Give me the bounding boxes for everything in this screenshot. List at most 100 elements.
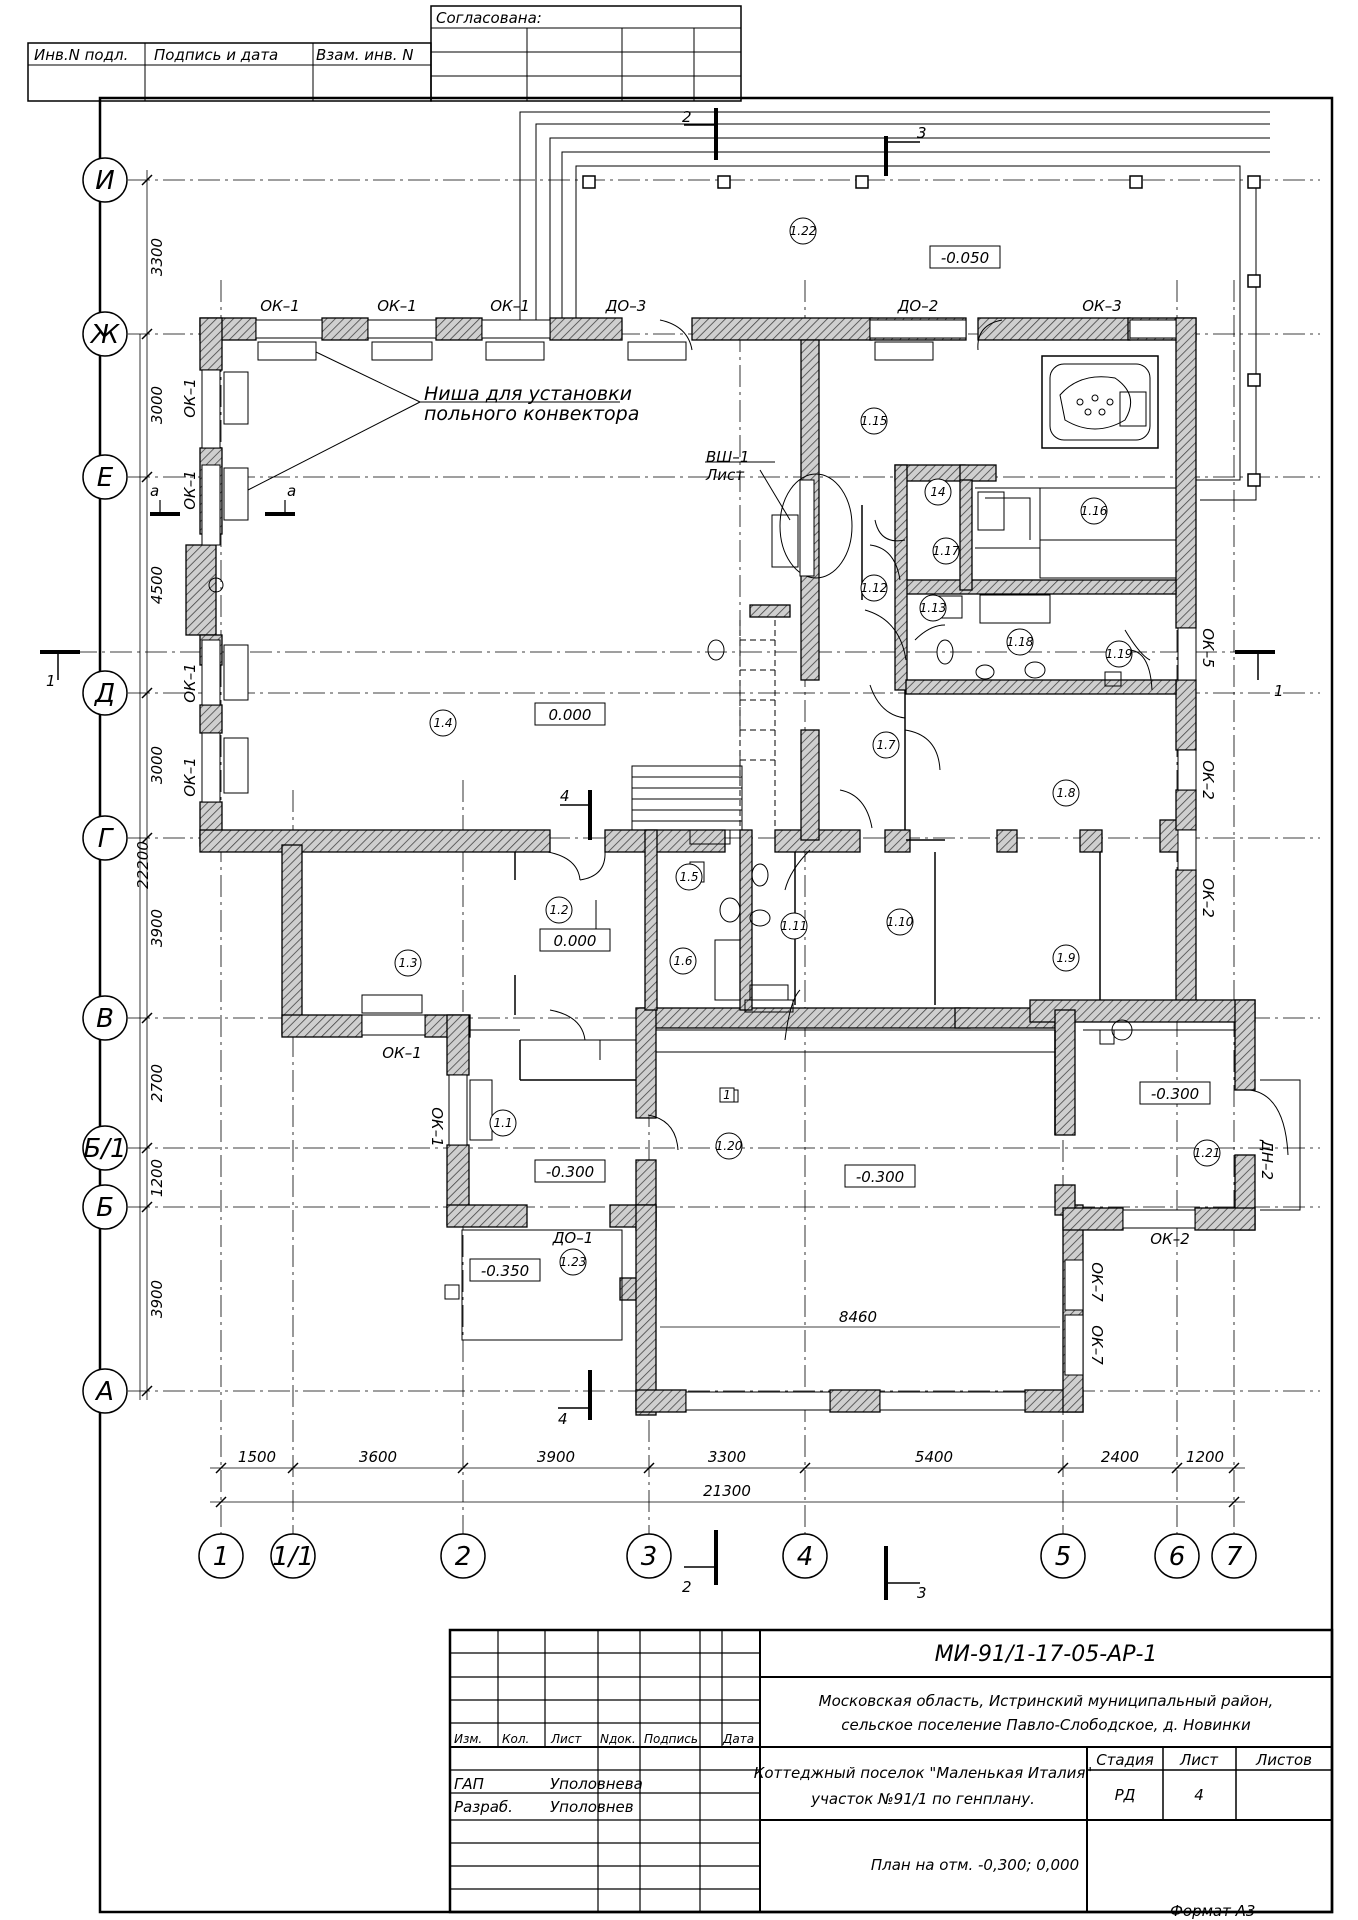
svg-text:3: 3 (917, 124, 927, 142)
svg-text:ДН–2: ДН–2 (1258, 1139, 1276, 1180)
svg-text:1.16: 1.16 (1081, 504, 1108, 518)
title-block-grid (448, 1628, 1334, 1914)
stamp-labels: Инв.N подл. Подпись и дата Взам. инв. N … (34, 9, 542, 64)
svg-text:0.000: 0.000 (554, 932, 597, 950)
svg-text:-0.300: -0.300 (856, 1168, 904, 1186)
svg-text:ОК–1: ОК–1 (490, 297, 530, 315)
svg-text:1: 1 (213, 1542, 230, 1572)
svg-text:ОК–1: ОК–1 (260, 297, 300, 315)
doors (547, 319, 1301, 1211)
svg-text:-0.050: -0.050 (941, 249, 989, 267)
soglasovano-label: Согласована: (436, 9, 542, 27)
horizontal-dimensions (210, 1462, 1245, 1508)
svg-text:В: В (96, 1004, 114, 1034)
svg-text:ОК–1: ОК–1 (428, 1107, 446, 1147)
svg-text:3000: 3000 (148, 386, 166, 424)
axis-marker-4: 4 (782, 1533, 828, 1579)
svg-text:14: 14 (930, 485, 945, 499)
svg-text:Nдок.: Nдок. (600, 1732, 636, 1746)
room-1-6: 1.6 (669, 947, 697, 975)
room-14: 14 (924, 478, 952, 506)
svg-text:Лист: Лист (550, 1732, 582, 1746)
project-line-2: участок №91/1 по генплану. (810, 1790, 1035, 1808)
svg-text:1.17: 1.17 (933, 544, 960, 558)
note-leaders (247, 351, 791, 521)
room-1-21: 1.21 (1193, 1139, 1221, 1167)
svg-text:1200: 1200 (148, 1159, 166, 1197)
svg-text:1.9: 1.9 (1056, 951, 1075, 965)
svg-text:ОК–1: ОК–1 (382, 1044, 422, 1062)
svg-text:3900: 3900 (537, 1448, 575, 1466)
svg-text:3: 3 (917, 1584, 927, 1602)
room-mark-1: 1 (719, 1087, 735, 1103)
svg-text:4: 4 (797, 1542, 814, 1572)
svg-text:1.10: 1.10 (887, 915, 914, 929)
svg-text:1.8: 1.8 (1056, 786, 1075, 800)
axis-marker-1: 1 (198, 1533, 244, 1579)
section-cut-labels: 1 1 2 3 2 3 4 4 а а (46, 108, 1284, 1602)
svg-text:ОК–1: ОК–1 (181, 663, 199, 703)
terrace-outline (519, 111, 1270, 501)
svg-text:1.21: 1.21 (1194, 1146, 1221, 1160)
svg-text:Ж: Ж (89, 320, 120, 350)
svg-text:1.20: 1.20 (716, 1139, 743, 1153)
room-1-20: 1.20 (715, 1132, 743, 1160)
room-1-15: 1.15 (860, 407, 888, 435)
svg-text:1: 1 (723, 1088, 731, 1102)
room-1-8: 1.8 (1052, 779, 1080, 807)
svg-text:Листов: Листов (1255, 1751, 1312, 1769)
svg-text:5: 5 (1055, 1542, 1072, 1572)
terrace-columns (582, 175, 1261, 487)
room-1-13: 1.13 (919, 594, 947, 622)
svg-text:ОК–1: ОК–1 (181, 470, 199, 510)
svg-text:Изм.: Изм. (454, 1732, 482, 1746)
room-1-18: 1.18 (1006, 628, 1034, 656)
column-axis-markers: 1 1/1 2 3 4 5 6 7 (198, 1533, 1257, 1579)
svg-text:1.7: 1.7 (876, 738, 895, 752)
vertical-dimensions (139, 170, 153, 1400)
opening-labels: ОК–1 ОК–1 ОК–1 ДО–3 ДО–2 ОК–3 ОК–1 ОК–1 … (181, 297, 1276, 1365)
svg-text:1.11: 1.11 (781, 919, 808, 933)
svg-text:1.5: 1.5 (679, 870, 698, 884)
svg-text:3000: 3000 (148, 746, 166, 784)
svg-text:2400: 2400 (1101, 1448, 1139, 1466)
svg-text:8460: 8460 (839, 1308, 877, 1326)
svg-text:2: 2 (455, 1542, 472, 1572)
room-1-5: 1.5 (675, 863, 703, 891)
svg-text:ОК–7: ОК–7 (1088, 1325, 1106, 1365)
room-1-2: 1.2 (545, 896, 573, 924)
svg-text:-0.300: -0.300 (546, 1163, 594, 1181)
inv-podl-label: Инв.N подл. (34, 46, 128, 64)
svg-text:ОК–2: ОК–2 (1199, 760, 1217, 800)
svg-text:1.22: 1.22 (790, 224, 817, 238)
jacuzzi (1041, 355, 1159, 449)
section-cuts (40, 108, 1275, 1600)
svg-text:ДО–2: ДО–2 (897, 297, 939, 315)
axis-marker-B: Б (82, 1184, 128, 1230)
svg-text:7: 7 (1226, 1542, 1243, 1572)
svg-text:22200: 22200 (134, 841, 152, 889)
role-gap: ГАП (454, 1775, 484, 1793)
room-tags: 1.1 1.2 1.3 1.4 1.5 1.6 1.7 1.8 1.9 1.10… (394, 217, 1221, 1276)
vzam-inv-label: Взам. инв. N (316, 46, 413, 64)
svg-text:1.3: 1.3 (398, 956, 417, 970)
svg-text:5400: 5400 (915, 1448, 953, 1466)
svg-text:3900: 3900 (148, 909, 166, 947)
list-value: 4 (1194, 1786, 1204, 1804)
svg-text:ОК–1: ОК–1 (377, 297, 417, 315)
sheet-title: План на отм. -0,300; 0,000 (871, 1856, 1079, 1874)
axis-marker-5: 5 (1040, 1533, 1086, 1579)
svg-text:ВШ–1: ВШ–1 (706, 448, 749, 466)
svg-text:ОК–2: ОК–2 (1199, 878, 1217, 918)
svg-text:0.000: 0.000 (549, 706, 592, 724)
svg-text:1500: 1500 (238, 1448, 276, 1466)
axis-marker-Zh: Ж (82, 311, 128, 357)
room-1-10: 1.10 (886, 908, 914, 936)
svg-text:1.23: 1.23 (560, 1255, 587, 1269)
svg-text:1.12: 1.12 (861, 581, 888, 595)
address-line-2: сельское поселение Павло-Слободское, д. … (841, 1716, 1251, 1734)
svg-text:3600: 3600 (359, 1448, 397, 1466)
svg-text:а: а (150, 482, 159, 500)
svg-text:21300: 21300 (703, 1482, 751, 1500)
podpis-data-label: Подпись и дата (154, 46, 278, 64)
